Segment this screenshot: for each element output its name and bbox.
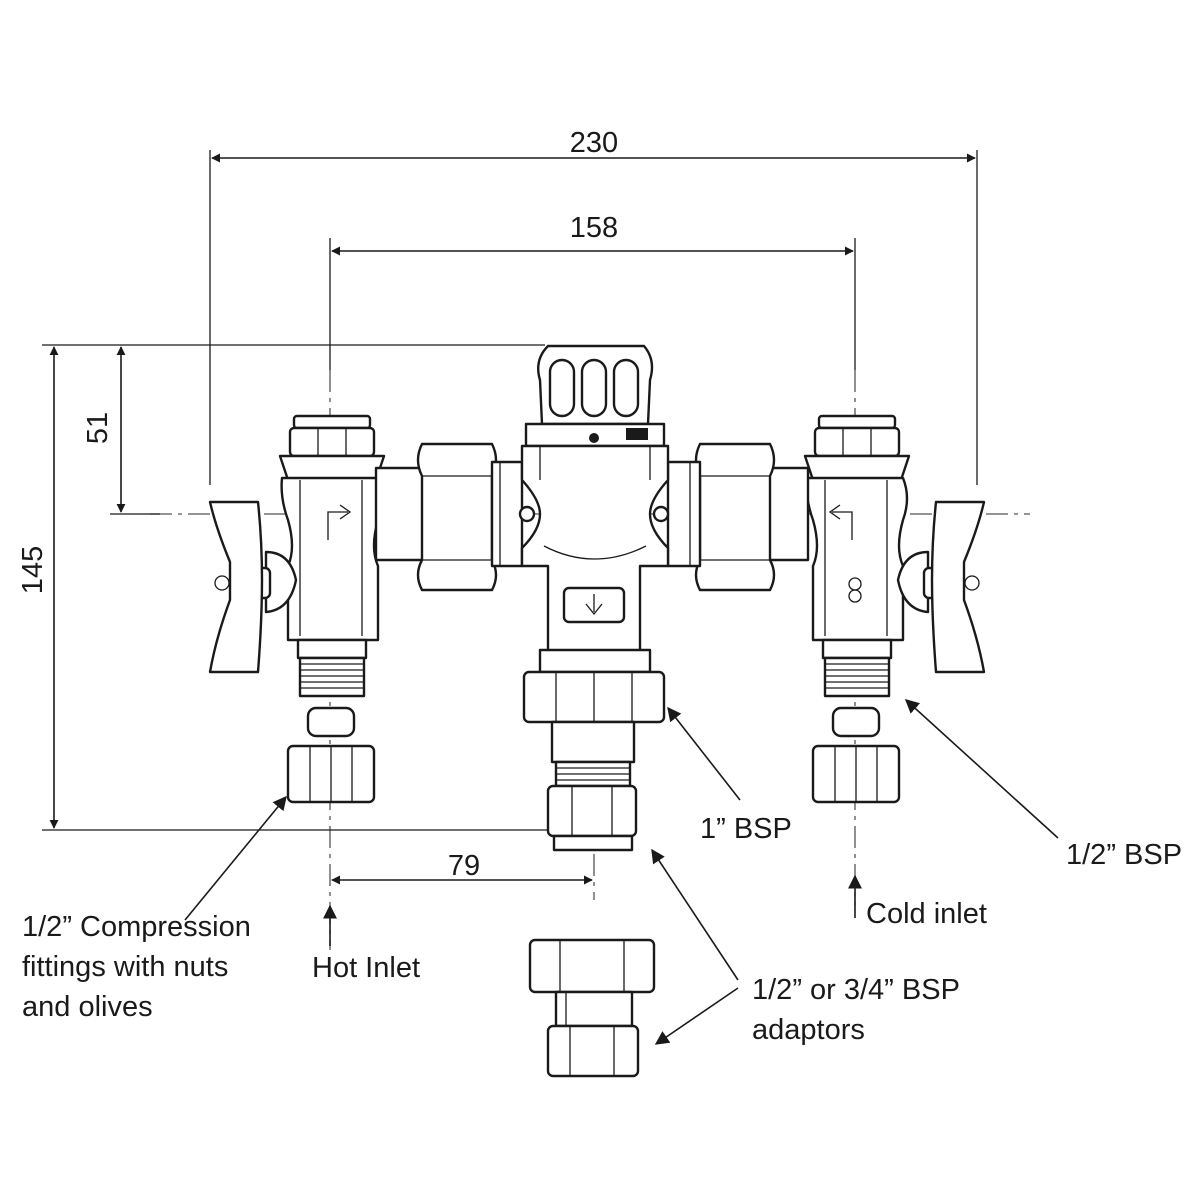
label-compression-fittings: 1/2” Compression fittings with nuts and … [22, 911, 259, 1023]
dimension-51: 51 [82, 346, 160, 515]
dimension-79: 79 [331, 850, 593, 885]
dimension-51-text: 51 [82, 412, 114, 444]
mixing-valve-body [518, 344, 670, 674]
leader-lines [184, 699, 1059, 1045]
label-half-inch-bsp: 1/2” BSP [1066, 839, 1182, 871]
dimension-230-text: 230 [570, 127, 618, 159]
dimension-158: 158 [329, 212, 856, 370]
label-adaptors-line-2: adaptors [752, 1014, 865, 1046]
label-cold-inlet: Cold inlet [866, 898, 987, 930]
outlet-union-1in-bsp [522, 670, 666, 852]
label-compression-line-2: fittings with nuts [22, 951, 228, 983]
dimension-145-text: 145 [17, 546, 49, 594]
label-compression-line-3: and olives [22, 991, 153, 1023]
bsp-adaptor [528, 938, 656, 1078]
dimension-79-text: 79 [448, 850, 480, 882]
dimension-230: 230 [209, 127, 978, 485]
hot-inlet-valve [208, 414, 386, 804]
left-union [374, 442, 524, 592]
label-1in-bsp: 1” BSP [700, 813, 792, 845]
right-union [666, 442, 810, 592]
label-compression-line-1: 1/2” Compression [22, 911, 251, 943]
cold-inlet-valve [803, 414, 986, 804]
dimension-158-text: 158 [570, 212, 618, 244]
label-adaptors-line-1: 1/2” or 3/4” BSP [752, 974, 959, 1006]
label-adaptors: 1/2” or 3/4” BSP adaptors [752, 974, 967, 1046]
dimension-145: 145 [17, 344, 548, 831]
label-hot-inlet: Hot Inlet [312, 952, 420, 984]
